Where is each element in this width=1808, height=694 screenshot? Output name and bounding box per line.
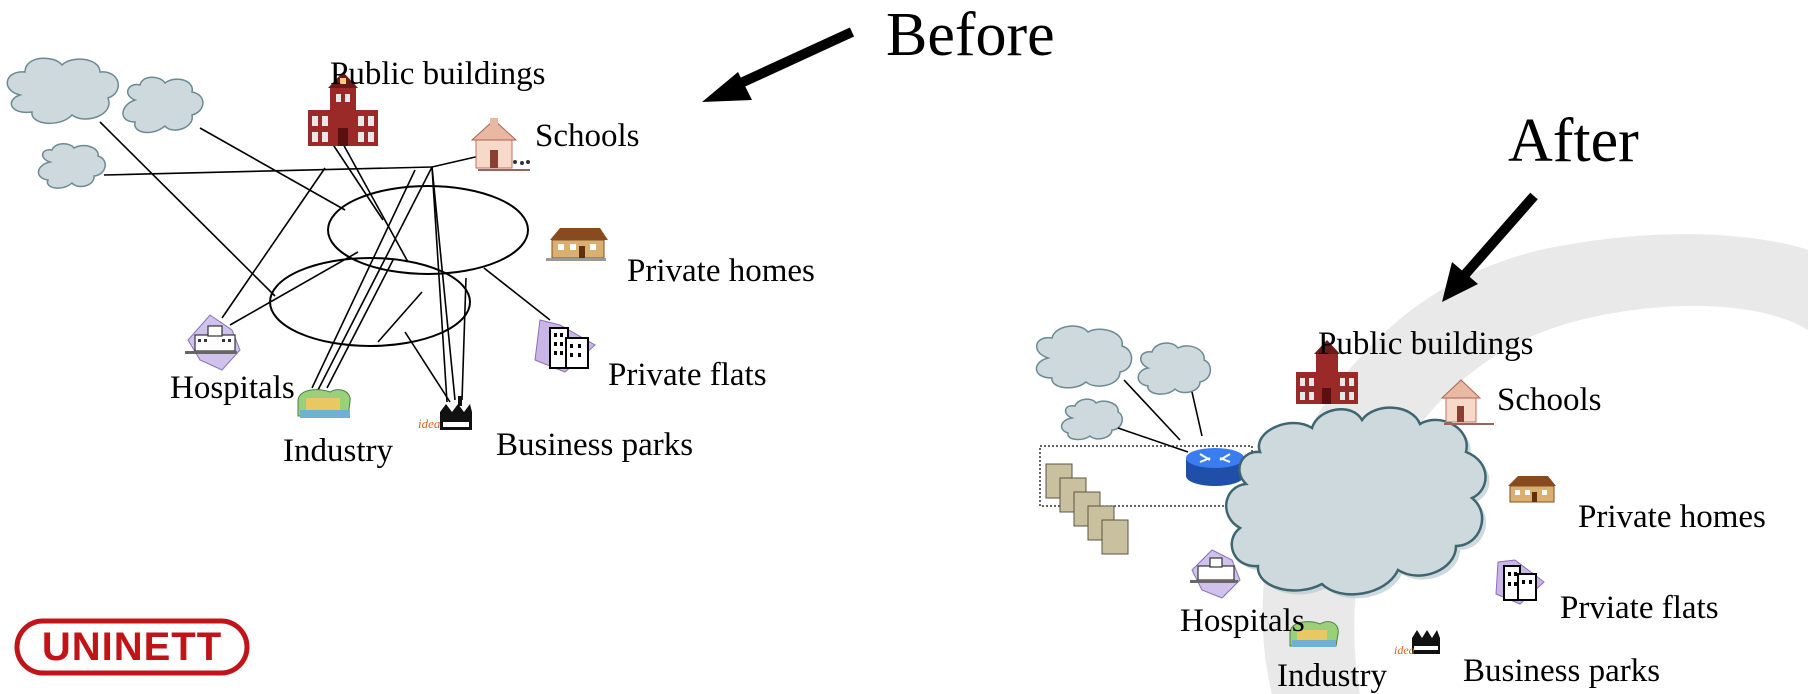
private-flats-icon (1495, 559, 1545, 605)
cloud-icon (1137, 342, 1212, 395)
after-label-private-homes: Private homes (1578, 499, 1766, 535)
before-label-public-buildings: Public buildings (330, 56, 546, 92)
before-label-hospitals: Hospitals (170, 370, 295, 406)
hospital-icon (185, 314, 241, 371)
connection-lines (1117, 379, 1203, 453)
before-title: Before (886, 1, 1055, 69)
before-label-industry: Industry (283, 433, 393, 469)
after-label-business-parks: Business parks (1463, 653, 1661, 689)
before-label-private-homes: Private homes (627, 253, 815, 289)
before-label-business-parks: Business parks (496, 427, 694, 463)
industry-icon (297, 389, 351, 418)
logo-text: UNINETT (41, 625, 223, 669)
business-park-icon: idea (418, 396, 472, 431)
after-label-schools: Schools (1497, 382, 1602, 418)
connection-lines (99, 121, 551, 403)
router-icon (1186, 448, 1244, 486)
before-label-schools: Schools (535, 118, 640, 154)
cloud-icon (122, 76, 204, 134)
public-building-icon (1296, 340, 1358, 404)
uninett-logo: UNINETT (14, 618, 250, 676)
after-arrow (1442, 192, 1538, 302)
after-label-hospitals: Hospitals (1180, 603, 1305, 639)
public-building-icon (308, 72, 378, 146)
school-icon (470, 118, 530, 171)
after-label-public-buildings: Public buildings (1318, 326, 1534, 362)
private-home-icon (1508, 476, 1556, 503)
before-label-private-flats: Private flats (608, 357, 767, 393)
svg-text:idea: idea (1394, 643, 1415, 657)
industry-icon (1289, 621, 1339, 647)
private-home-icon (546, 228, 608, 261)
backbone-cloud-icon (1224, 406, 1490, 599)
cloud-icon (1035, 325, 1133, 389)
cloud-icon (6, 57, 119, 124)
private-flats-icon (534, 319, 596, 373)
school-icon (1440, 379, 1494, 425)
after-label-private-flats: Prviate flats (1560, 590, 1719, 626)
cloud-icon (37, 143, 106, 189)
before-arrow (702, 27, 855, 102)
svg-text:idea: idea (418, 416, 441, 431)
business-park-icon: idea (1394, 630, 1440, 657)
server-stack-icon (1045, 463, 1129, 555)
network-ellipse-top (327, 185, 529, 275)
after-title: After (1508, 107, 1639, 175)
hospital-icon (1190, 549, 1241, 599)
after-label-industry: Industry (1277, 658, 1387, 694)
cloud-icon (1060, 398, 1123, 441)
